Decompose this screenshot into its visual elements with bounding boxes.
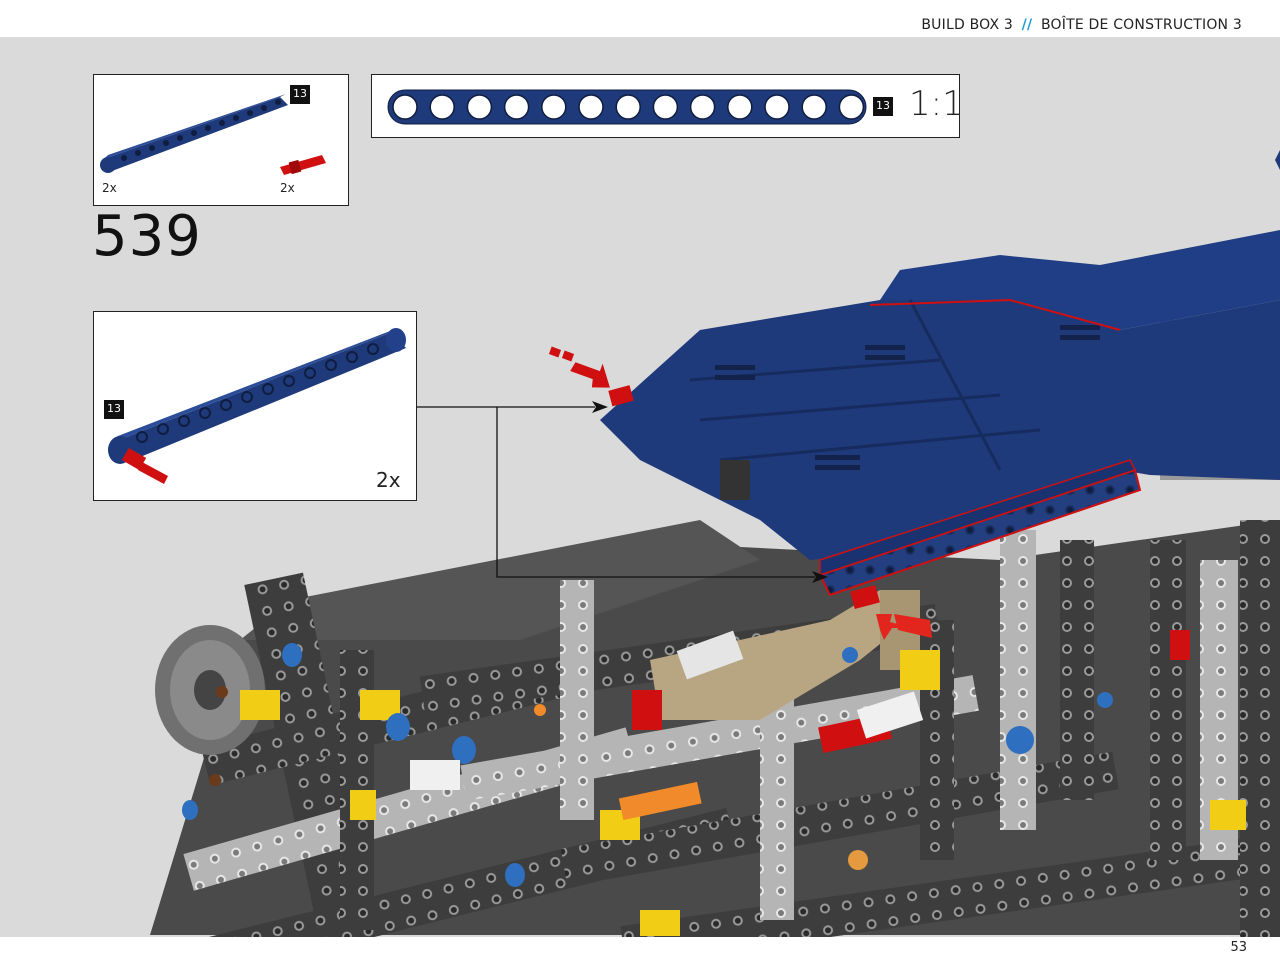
ruler-hole	[689, 94, 716, 120]
ruler-hole	[541, 94, 567, 120]
pin-quantity: 2x	[280, 181, 295, 195]
ruler-hole	[466, 94, 493, 120]
model-illustration	[144, 150, 1280, 937]
step-number: 539	[92, 204, 202, 269]
page-footer: 53	[0, 937, 1280, 974]
instruction-canvas	[0, 37, 1280, 937]
subassembly-box: 13 2x	[93, 311, 417, 501]
ruler-hole	[429, 94, 455, 120]
ruler-hole	[838, 94, 865, 120]
ruler-hole	[801, 94, 827, 120]
ruler-hole	[578, 94, 604, 120]
build-box-fr: BOÎTE DE CONSTRUCTION 3	[1040, 17, 1242, 33]
beam-quantity: 2x	[102, 181, 117, 195]
subassembly-illustration	[108, 328, 406, 484]
ruler-hole	[615, 94, 641, 120]
red-pin-part	[280, 155, 326, 175]
scale-ruler-box: 13 1:1	[371, 74, 964, 138]
subassembly-length-badge: 13	[104, 400, 124, 419]
build-box-title: BUILD BOX 3 // BOÎTE DE CONSTRUCTION 3	[921, 17, 1242, 33]
ruler-length-badge: 13	[873, 97, 893, 116]
beam-holes	[392, 94, 865, 120]
blue-connectors	[182, 643, 1113, 887]
parts-list-illustration	[100, 94, 326, 175]
callout-pointer-lines	[417, 401, 828, 583]
blue-beam-part	[100, 94, 288, 173]
ruler-hole	[764, 94, 790, 120]
parts-list-box: 13 2x 2x	[93, 74, 349, 206]
chassis	[144, 520, 1280, 937]
ruler-hole	[652, 94, 679, 120]
build-box-en: BUILD BOX 3	[921, 17, 1014, 33]
subassembly-beam	[108, 328, 406, 464]
scale-label: 1:1	[909, 84, 964, 124]
beam-length-badge: 13	[290, 85, 310, 104]
ruler-hole	[727, 94, 753, 120]
ruler-hole	[503, 94, 530, 120]
subassembly-red-pin	[121, 447, 168, 484]
ruler-hole	[392, 94, 418, 120]
beam-1to1-drawing	[387, 89, 867, 125]
insertion-arrows	[548, 346, 932, 640]
brake-disc	[155, 625, 265, 755]
subassembly-quantity: 2x	[376, 468, 401, 492]
page-number: 53	[1230, 940, 1247, 955]
header-separator: //	[1021, 17, 1033, 33]
blue-body-panel	[600, 150, 1280, 610]
page-header: BUILD BOX 3 // BOÎTE DE CONSTRUCTION 3	[0, 0, 1280, 37]
